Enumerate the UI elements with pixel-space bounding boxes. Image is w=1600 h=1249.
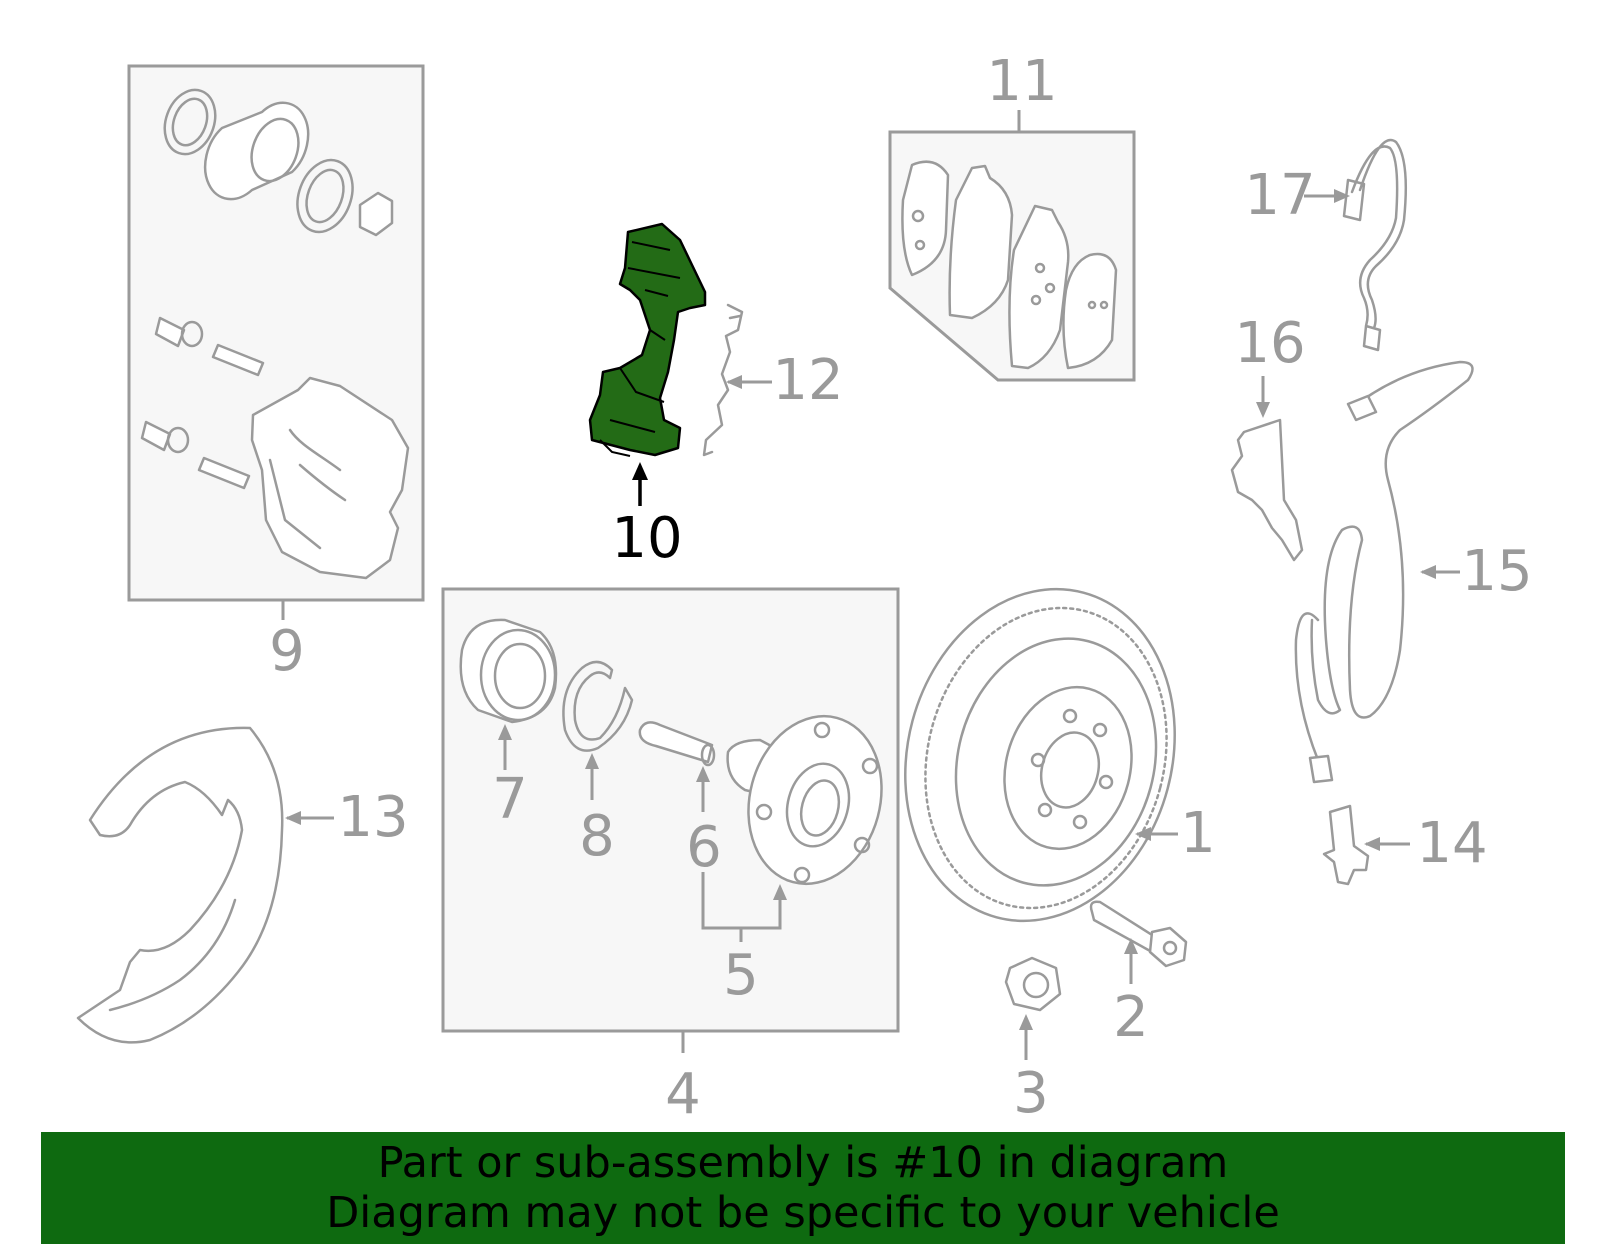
- banner-line-1: Part or sub-assembly is #10 in diagram: [377, 1138, 1229, 1188]
- snap-ring: [562, 660, 634, 752]
- brake-wear-sensor-17: [1342, 138, 1408, 352]
- callout-17: 17: [1244, 163, 1315, 228]
- caliper-bracket-highlighted: [588, 222, 744, 457]
- callout-8: 8: [579, 804, 615, 869]
- pad-spring-clip: [702, 303, 744, 457]
- callout-10-highlighted: 10: [611, 506, 682, 571]
- hub-bearing-group: [441, 587, 900, 1033]
- callout-14: 14: [1416, 811, 1487, 876]
- callout-5: 5: [723, 943, 759, 1008]
- callout-11: 11: [986, 49, 1057, 114]
- caliper-bolt: [1089, 900, 1188, 968]
- sensor-bracket-16: [1230, 418, 1304, 562]
- caliper-kit-group: [127, 64, 425, 602]
- wheel-bearing: [459, 618, 558, 724]
- banner-line-2: Diagram may not be specific to your vehi…: [326, 1188, 1280, 1238]
- caliper-bracket-part: [588, 222, 707, 457]
- guide-pins: [140, 316, 265, 490]
- callout-2: 2: [1113, 985, 1149, 1050]
- abs-sensor-cable-15: [1294, 360, 1474, 780]
- leader-lines: [281, 110, 1460, 1060]
- callout-15: 15: [1461, 539, 1532, 604]
- caliper-seal-parts: [163, 88, 394, 237]
- abs-sensor-14: [1322, 804, 1370, 886]
- wheel-hub: [726, 714, 883, 886]
- callout-16: 16: [1234, 311, 1305, 376]
- callout-3: 3: [1013, 1061, 1049, 1126]
- wheel-stud: [638, 721, 716, 767]
- part-info-banner: Part or sub-assembly is #10 in diagram D…: [41, 1132, 1565, 1244]
- dust-shield: [76, 726, 284, 1044]
- callout-1: 1: [1180, 801, 1216, 866]
- hub-nut: [1004, 956, 1062, 1012]
- callout-4: 4: [665, 1062, 701, 1127]
- callout-12: 12: [772, 348, 843, 413]
- callout-13: 13: [337, 785, 408, 850]
- brake-pad-group: [888, 130, 1136, 382]
- callout-7: 7: [492, 767, 528, 832]
- callout-6: 6: [686, 815, 722, 880]
- caliper-body: [250, 376, 410, 580]
- callout-labels: 11 12 10 9 13 7 8 6 5 4 1 2 3 14 15 16 1…: [269, 49, 1532, 1127]
- brake-rotor: [904, 587, 1176, 923]
- callout-9: 9: [269, 619, 305, 684]
